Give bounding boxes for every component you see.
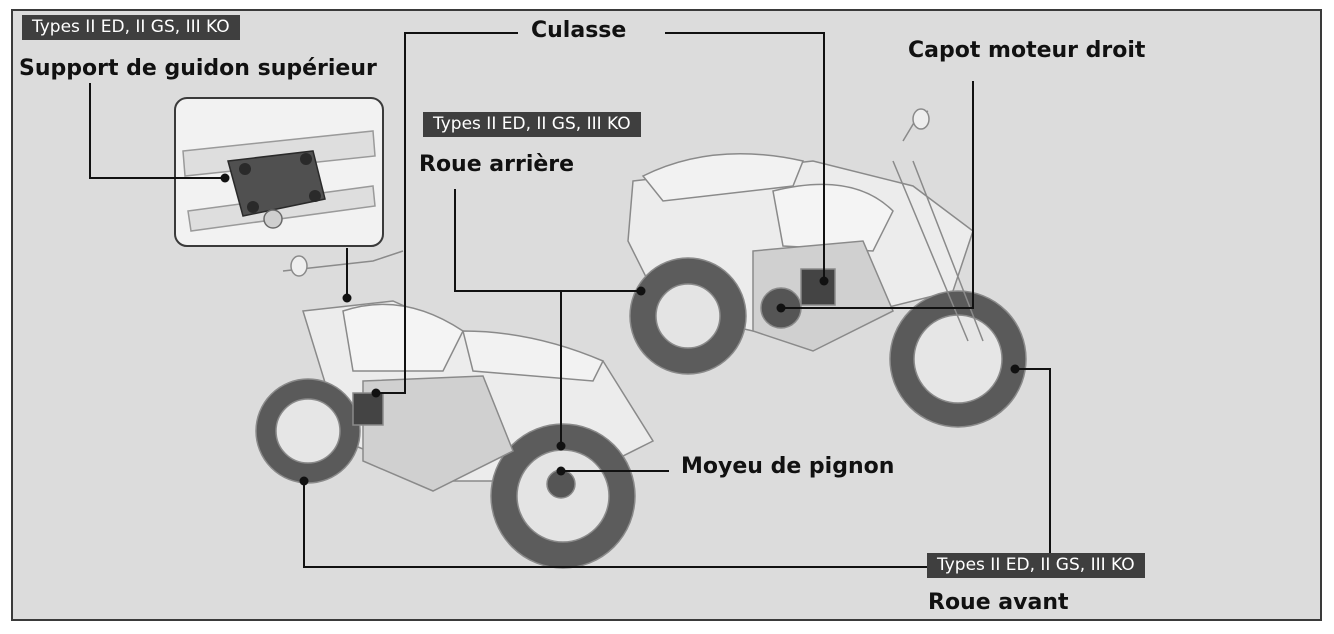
leader-culasse-left — [376, 32, 518, 394]
mirror-head-left-view — [290, 255, 308, 277]
front-fork-right-view — [892, 160, 984, 342]
fuel-tank-left-view — [342, 303, 464, 372]
seat — [641, 153, 805, 202]
leader-culasse-right — [665, 32, 825, 281]
leader-roue-avant-left — [303, 481, 927, 568]
leader-dots — [220, 173, 1020, 486]
leader-lines — [89, 32, 1051, 568]
motorcycle-left-view — [255, 250, 655, 569]
handlebar-clamp-inset — [174, 97, 384, 247]
fuel-tank — [772, 183, 894, 252]
leader-support-guidon — [89, 83, 225, 179]
label-support-guidon: Support de guidon supérieur — [19, 56, 377, 81]
diagram-frame: Types II ED, II GS, III KO Support de gu… — [11, 9, 1322, 621]
rear-wheel-hub-right-view — [655, 283, 721, 349]
label-roue-avant: Roue avant — [928, 590, 1069, 615]
cylinder-head-left-marker — [352, 392, 384, 426]
mirror-head-right-view — [912, 108, 930, 130]
engine-left-view — [362, 375, 514, 492]
leader-roue-arriere — [454, 189, 641, 292]
leader-roue-avant-right — [1015, 368, 1051, 556]
leader-capot — [781, 81, 974, 309]
motorcycle-right-view — [627, 108, 1027, 428]
cylinder-head-marker — [800, 268, 836, 306]
front-wheel-hub-right-view — [913, 314, 1003, 404]
tag-support-guidon: Types II ED, II GS, III KO — [22, 15, 240, 40]
front-wheel-hub-left-view — [275, 398, 341, 464]
seat-left-view — [462, 330, 605, 382]
label-roue-arriere: Roue arrière — [419, 152, 575, 177]
label-moyeu-pignon: Moyeu de pignon — [673, 453, 903, 481]
handlebar-left-view — [282, 250, 404, 272]
label-capot-moteur-droit: Capot moteur droit — [908, 38, 1146, 63]
label-culasse: Culasse — [523, 17, 635, 45]
tag-roue-avant: Types II ED, II GS, III KO — [927, 553, 1145, 578]
motorcycle-illustration — [89, 32, 1051, 569]
handlebar-clamp-part — [227, 150, 326, 217]
tag-roue-arriere: Types II ED, II GS, III KO — [423, 112, 641, 137]
